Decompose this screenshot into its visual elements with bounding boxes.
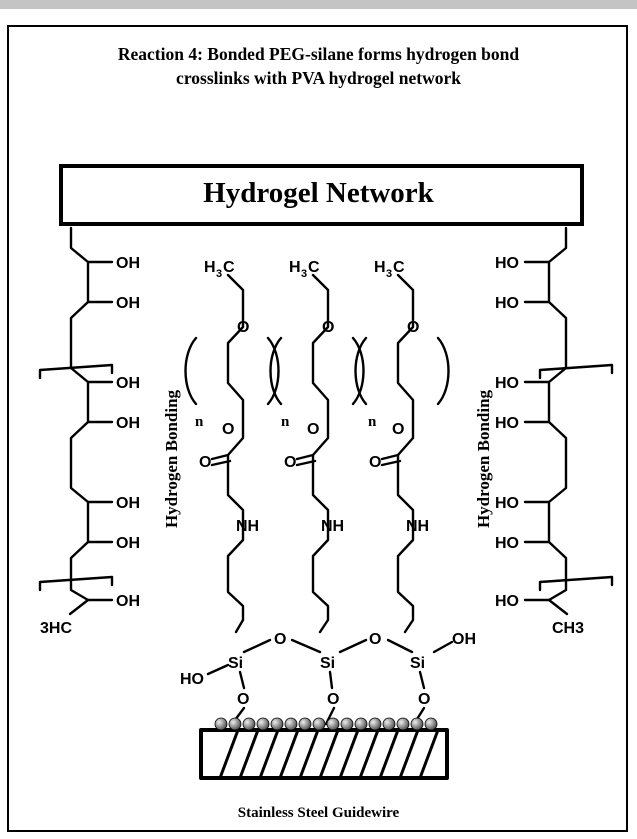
ether-o-label: O <box>237 319 249 336</box>
guidewire-surface-beads <box>214 717 438 731</box>
svg-text:C: C <box>393 259 405 276</box>
left-oh-label: OH <box>116 593 140 610</box>
guidewire-body <box>199 728 449 780</box>
guidewire-caption: Stainless Steel Guidewire <box>237 805 400 821</box>
left-bracket-bottom <box>38 575 114 592</box>
peg-bracket-3-close <box>436 336 450 406</box>
right-ho-label: HO <box>495 535 519 552</box>
hydrogel-network-box <box>59 164 584 226</box>
amide-nh-label: NH <box>406 518 429 535</box>
peg-carbonyl-3b <box>380 459 402 467</box>
ether-o-label: O <box>407 319 419 336</box>
peg-bracket-1-close <box>266 336 280 406</box>
o-si3-bond <box>386 638 414 654</box>
peg-bracket-2-open <box>269 336 283 406</box>
peg-chain-1 <box>226 273 245 634</box>
silicon-label: Si <box>320 655 335 672</box>
svg-text:3: 3 <box>216 268 222 280</box>
hydrogel-network-label: Hydrogel Network <box>203 177 434 209</box>
left-oh-label: OH <box>116 295 140 312</box>
repeat-n-label: n <box>195 414 204 430</box>
ether-o-label: O <box>392 421 404 438</box>
ether-o-label: O <box>307 421 319 438</box>
right-pva-chain <box>547 226 568 602</box>
guidewire-hatching <box>218 728 440 780</box>
left-oh-label: OH <box>116 535 140 552</box>
si1-o-bond <box>242 638 272 654</box>
ether-o-label: O <box>222 421 234 438</box>
surface-o-label: O <box>327 691 339 708</box>
methyl-label-1: H 3 C <box>204 259 235 280</box>
figure-frame <box>7 25 628 832</box>
surface-o-label: O <box>237 691 249 708</box>
svg-text:H: H <box>204 259 216 276</box>
left-oh-label: OH <box>116 255 140 272</box>
left-oh-label: OH <box>116 375 140 392</box>
left-oh-label: OH <box>116 415 140 432</box>
svg-text:H: H <box>289 259 301 276</box>
siloxane-o-label: O <box>274 631 286 648</box>
left-oh-label: OH <box>116 495 140 512</box>
peg-bracket-2-close <box>351 336 365 406</box>
carbonyl-o-label: O <box>199 454 211 471</box>
methyl-label-3: H 3 C <box>374 259 405 280</box>
right-ho-label: HO <box>495 415 519 432</box>
right-ho-label: HO <box>495 295 519 312</box>
amide-nh-label: NH <box>321 518 344 535</box>
silanol-ho-label: HO <box>180 671 204 688</box>
hydrogen-bonding-label-right: Hydrogen Bonding <box>474 389 493 529</box>
silanol-oh-label: OH <box>452 631 476 648</box>
carbonyl-o-label: O <box>284 454 296 471</box>
carbonyl-o-label: O <box>369 454 381 471</box>
right-ho-label: HO <box>495 593 519 610</box>
si3-o-down <box>418 670 426 690</box>
ether-o-label: O <box>322 319 334 336</box>
svg-text:H: H <box>374 259 386 276</box>
o-si2-bond <box>290 638 322 654</box>
figure-title-line-1: Reaction 4: Bonded PEG-silane forms hydr… <box>117 44 520 64</box>
left-terminal-bond <box>68 598 90 616</box>
peg-carbonyl-2b <box>295 459 317 467</box>
svg-text:3: 3 <box>386 268 392 280</box>
silicon-label: Si <box>228 655 243 672</box>
left-terminal-label: 3HC <box>40 620 72 637</box>
peg-carbonyl-1a <box>210 453 230 461</box>
si3-oh-bond <box>432 640 454 654</box>
peg-bracket-3-open <box>354 336 368 406</box>
top-bar <box>0 0 637 9</box>
methyl-label-2: H 3 C <box>289 259 320 280</box>
left-bracket-top <box>38 363 114 380</box>
peg-bracket-1-open <box>184 336 198 406</box>
repeat-n-label: n <box>281 414 290 430</box>
right-ho-label: HO <box>495 375 519 392</box>
figure-title-line-2: crosslinks with PVA hydrogel network <box>176 68 461 88</box>
left-pva-chain <box>69 226 90 602</box>
svg-text:C: C <box>308 259 320 276</box>
si2-o-bond <box>338 638 368 654</box>
peg-chain-2 <box>311 273 330 634</box>
peg-carbonyl-1b <box>210 459 232 467</box>
silicon-label: Si <box>410 655 425 672</box>
right-terminal-label: CH3 <box>552 620 584 637</box>
right-terminal-bond <box>547 598 569 616</box>
svg-text:3: 3 <box>301 268 307 280</box>
si1-ho-bond <box>206 663 230 676</box>
right-ho-label: HO <box>495 255 519 272</box>
peg-carbonyl-3a <box>380 453 400 461</box>
siloxane-o-label: O <box>369 631 381 648</box>
svg-text:C: C <box>223 259 235 276</box>
right-ho-label: HO <box>495 495 519 512</box>
peg-chain-3 <box>396 273 415 634</box>
surface-o-label: O <box>418 691 430 708</box>
peg-carbonyl-2a <box>295 453 315 461</box>
si1-o-down <box>238 670 246 690</box>
si2-o-down <box>328 670 334 690</box>
hydrogen-bonding-label-left: Hydrogen Bonding <box>162 389 181 529</box>
amide-nh-label: NH <box>236 518 259 535</box>
right-bracket-bottom <box>538 575 614 592</box>
right-bracket-top <box>538 363 614 380</box>
repeat-n-label: n <box>368 414 377 430</box>
